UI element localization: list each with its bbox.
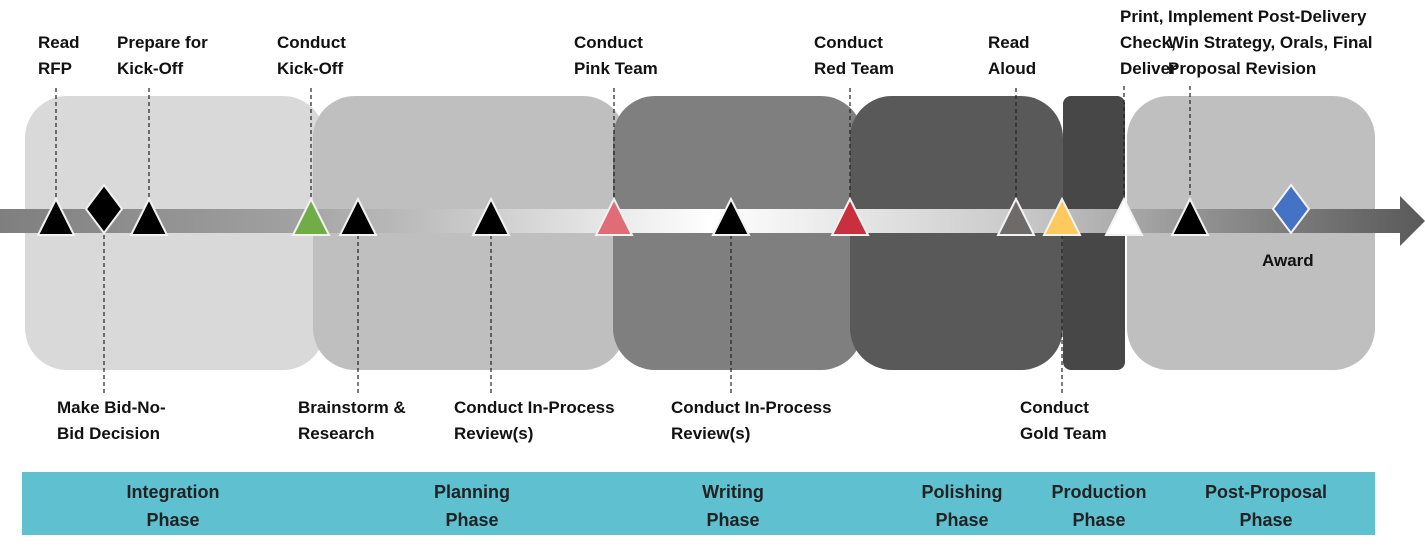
milestone-label-line: Conduct In-Process (671, 398, 832, 417)
milestone-triangle-icon (291, 196, 331, 236)
phase-label-line: Phase (935, 510, 989, 530)
milestone-label-line: Conduct In-Process (454, 398, 615, 417)
phase-label-line: Phase (1072, 510, 1126, 530)
phase-label-line: Writing (702, 482, 764, 502)
milestone-triangle-icon (36, 196, 76, 236)
phase-label-line: Phase (445, 510, 499, 530)
milestone-label-line: Check, (1120, 33, 1176, 52)
timeline-arrow (0, 196, 1425, 246)
phase-label-line: Phase (146, 510, 200, 530)
milestone-label-line: Award (1262, 251, 1314, 270)
phase-label-line: Production (1051, 482, 1147, 502)
milestone-label: Print, Check, Deliver (1120, 4, 1177, 82)
phase-bar (22, 472, 1375, 535)
milestone-label-line: Red Team (814, 59, 894, 78)
milestone-triangle-icon (996, 196, 1036, 236)
milestone-label-line: Read (38, 33, 80, 52)
milestone-label-line: Conduct (1020, 398, 1089, 417)
milestone-triangle-icon (830, 196, 870, 236)
milestone-triangle-icon (338, 196, 378, 236)
milestone-triangle-icon (1104, 196, 1144, 236)
milestone-label-line: Deliver (1120, 59, 1177, 78)
milestone-label-line: Pink Team (574, 59, 658, 78)
milestone-diamond-icon (1271, 183, 1311, 235)
milestone-label-line: Aloud (988, 59, 1037, 78)
milestone-label-line: Review(s) (454, 424, 534, 443)
milestone-label-line: Proposal Revision (1168, 59, 1317, 78)
milestone-triangle-icon (594, 196, 634, 236)
milestone-label-line: Conduct (277, 33, 346, 52)
phase-label-line: Post-Proposal (1204, 482, 1328, 502)
milestone-label-line: Kick-Off (117, 59, 184, 78)
milestone-triangle-icon (129, 196, 169, 236)
milestone-label-line: Read (988, 33, 1030, 52)
phase-label-line: Planning (434, 482, 510, 502)
milestone-label-line: Brainstorm & (298, 398, 406, 417)
milestone-label-line: Research (298, 424, 375, 443)
phase-label-line: Phase (706, 510, 760, 530)
milestone-triangle-icon (471, 196, 511, 236)
milestone-label-line: Bid Decision (57, 424, 160, 443)
milestone-label: Brainstorm & Research (298, 395, 406, 447)
phase-label-line: Integration (126, 482, 220, 502)
milestone-label: Award (1262, 248, 1314, 274)
milestone-label: Make Bid-No- Bid Decision (57, 395, 166, 447)
phase-label-line: Polishing (921, 482, 1003, 502)
milestone-label-line: Conduct (814, 33, 883, 52)
milestone-label-line: Implement Post-Delivery (1168, 7, 1367, 26)
milestone-label-line: Conduct (574, 33, 643, 52)
milestone-label-line: Review(s) (671, 424, 751, 443)
milestone-triangle-icon (711, 196, 751, 236)
milestone-label-line: Prepare for (117, 33, 208, 52)
milestone-label-line: Kick-Off (277, 59, 344, 78)
milestone-triangle-icon (1042, 196, 1082, 236)
milestone-label-line: RFP (38, 59, 72, 78)
milestone-label-line: Print, (1120, 7, 1164, 26)
milestone-diamond-icon (84, 183, 124, 235)
milestone-triangle-icon (1170, 196, 1210, 236)
phase-label-line: Phase (1239, 510, 1293, 530)
milestone-label-line: Make Bid-No- (57, 398, 166, 417)
milestone-label-line: Win Strategy, Orals, Final (1168, 33, 1373, 52)
milestone-label-line: Gold Team (1020, 424, 1107, 443)
